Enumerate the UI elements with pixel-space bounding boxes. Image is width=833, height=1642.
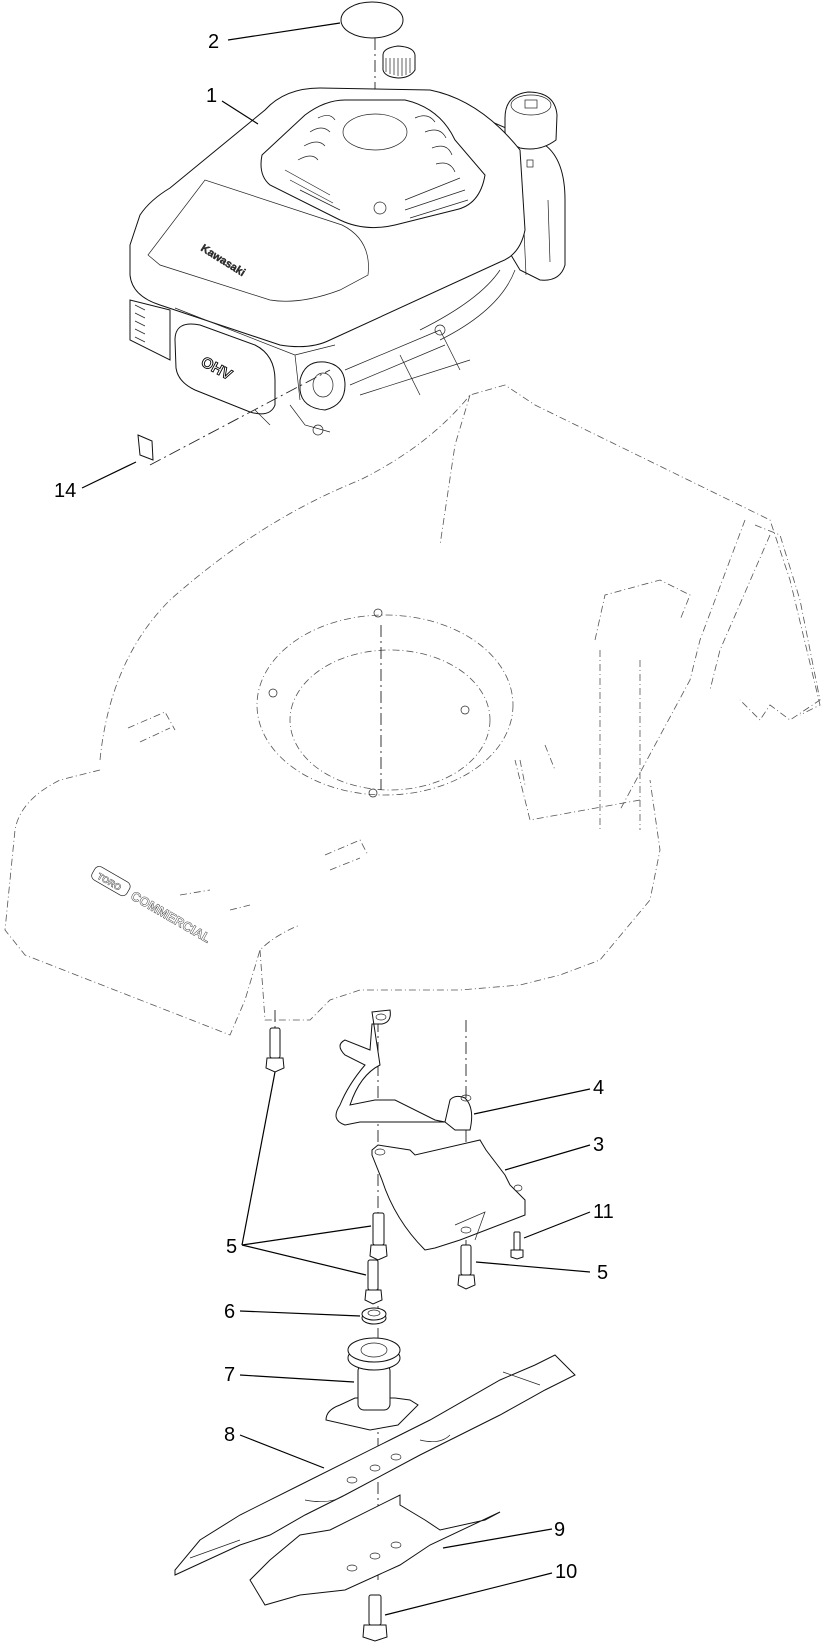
screw-part xyxy=(510,1231,524,1260)
engine-part: Kawasaki OHV xyxy=(129,45,566,436)
blade-part xyxy=(174,1354,576,1576)
starter-vents xyxy=(284,115,469,219)
blade-bolt-part xyxy=(362,1594,388,1642)
callout-5-right: 5 xyxy=(597,1262,609,1284)
callout-14: 14 xyxy=(54,480,77,502)
bolt-center-lower-part xyxy=(364,1259,383,1305)
blade-stiffener-part xyxy=(249,1494,501,1606)
deck-brand-text: COMMERCIAL xyxy=(128,888,213,946)
decal-square-part xyxy=(137,434,154,461)
bolt-right-part xyxy=(457,1244,476,1290)
callout-9: 9 xyxy=(554,1519,566,1541)
decal-round-part xyxy=(340,1,404,39)
callout-4: 4 xyxy=(593,1077,605,1099)
decal-square-axis xyxy=(149,369,331,466)
callout-3: 3 xyxy=(593,1134,605,1156)
callout-8: 8 xyxy=(224,1424,236,1446)
blade-guard-part xyxy=(371,1139,526,1251)
mower-deck-phantom: TORO COMMERCIAL xyxy=(4,384,821,1036)
callout-10: 10 xyxy=(555,1561,578,1583)
callout-7: 7 xyxy=(224,1364,236,1386)
leader-lines xyxy=(81,22,591,1616)
brake-bracket-part xyxy=(335,1009,473,1131)
callout-11: 11 xyxy=(593,1201,614,1223)
blade-adapter-part xyxy=(325,1337,419,1431)
callout-6: 6 xyxy=(224,1301,236,1323)
bolt-left-part xyxy=(265,1027,285,1073)
bolt-center-upper-part xyxy=(369,1212,388,1261)
callout-5-group: 5 xyxy=(226,1236,238,1258)
deck-brand-badge: TORO xyxy=(96,871,123,893)
callout-2: 2 xyxy=(208,31,220,53)
spacer-part xyxy=(361,1307,387,1325)
callout-1: 1 xyxy=(206,85,218,107)
